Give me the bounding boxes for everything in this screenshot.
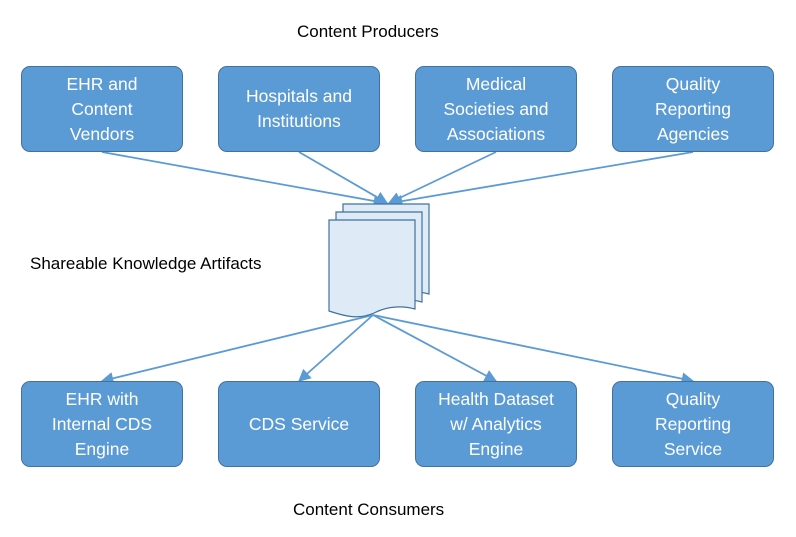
producer-label-line: Associations <box>446 123 546 144</box>
consumer-ehr-internal-cds: EHR with Internal CDS Engine <box>21 381 183 467</box>
producer-hospitals-institutions: Hospitals and Institutions <box>218 66 380 152</box>
producer-label-line: Institutions <box>257 111 341 131</box>
arrow-producer-1 <box>101 151 387 208</box>
producer-medical-societies: Medical Societies and Associations <box>415 66 577 152</box>
heading-content-consumers: Content Consumers <box>293 500 445 519</box>
document-stack-icon <box>328 203 430 318</box>
consumer-cds-service: CDS Service <box>218 381 380 467</box>
consumer-label-line: CDS Service <box>248 413 350 434</box>
producer-ehr-content-vendors: EHR and Content Vendors <box>21 66 183 152</box>
producer-label-line: Societies and <box>443 98 549 119</box>
arrow-producer-2 <box>298 151 389 204</box>
producer-label-line: Agencies <box>656 123 729 144</box>
consumer-label-line: Service <box>663 438 723 459</box>
arrow-consumer-3 <box>372 314 498 382</box>
producer-quality-reporting-agencies: Quality Reporting Agencies <box>612 66 774 152</box>
consumer-label-line: Reporting <box>655 413 731 434</box>
heading-shareable-knowledge-artifacts: Shareable Knowledge Artifacts <box>30 254 262 273</box>
arrow-consumer-4 <box>372 314 695 385</box>
consumer-health-dataset: Health Dataset w/ Analytics Engine <box>415 381 577 467</box>
arrow-producer-4 <box>389 151 694 208</box>
arrow-consumer-1 <box>100 314 374 385</box>
document-sheet-front <box>328 219 416 318</box>
consumer-label-line: Engine <box>468 438 524 459</box>
consumer-label-line: Health Dataset <box>438 388 554 409</box>
heading-content-producers: Content Producers <box>297 22 439 41</box>
producer-label-line: Quality <box>665 73 721 94</box>
consumer-label-line: Engine <box>74 438 130 459</box>
consumer-label-line: w/ Analytics <box>450 413 542 434</box>
producer-label-line: EHR and <box>66 73 138 94</box>
consumer-quality-reporting-service: Quality Reporting Service <box>612 381 774 467</box>
producer-label-line: Content <box>71 98 133 119</box>
producer-label-line: Vendors <box>69 123 135 144</box>
producer-label-line: Hospitals and <box>245 86 353 106</box>
consumer-label-line: EHR with <box>65 388 139 409</box>
consumer-label-line: Quality <box>665 388 721 409</box>
arrow-consumer-2 <box>298 314 374 382</box>
consumer-label-line: Internal CDS <box>51 413 153 434</box>
arrow-producer-3 <box>387 151 497 204</box>
producer-label-line: Medical <box>465 73 527 94</box>
producer-label-line: Reporting <box>655 98 731 119</box>
